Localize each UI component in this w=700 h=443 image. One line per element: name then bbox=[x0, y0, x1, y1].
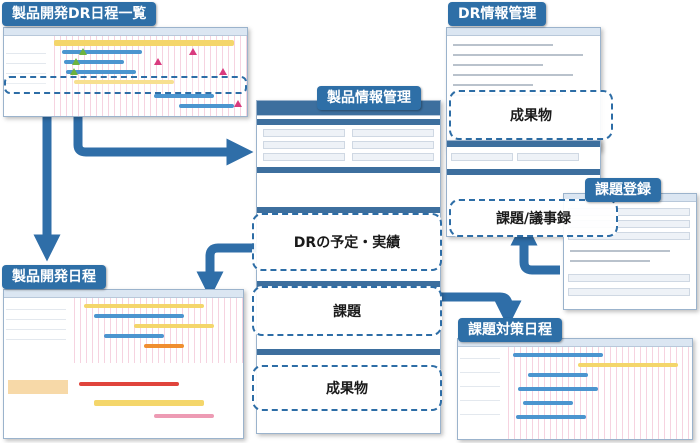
list-row bbox=[6, 304, 66, 310]
milestone-marker bbox=[219, 68, 227, 75]
section-header bbox=[257, 119, 440, 125]
milestone-marker bbox=[79, 48, 87, 55]
selected-row bbox=[8, 380, 68, 394]
list-row bbox=[6, 48, 46, 54]
label-product-info: 製品情報管理 bbox=[317, 86, 421, 110]
text-line bbox=[570, 260, 650, 262]
form-cell bbox=[352, 153, 434, 161]
gantt-bar bbox=[104, 334, 164, 338]
milestone-marker bbox=[70, 68, 78, 75]
gantt-bar bbox=[64, 60, 124, 64]
milestone-marker bbox=[154, 58, 162, 65]
gantt-bar bbox=[94, 400, 204, 406]
label-dev-schedule: 製品開発日程 bbox=[2, 265, 106, 289]
list-row bbox=[460, 367, 500, 373]
form-cell bbox=[352, 141, 434, 149]
window-titlebar bbox=[4, 28, 247, 36]
highlight-deliverables-top: 成果物 bbox=[449, 90, 613, 140]
milestone-marker bbox=[72, 58, 80, 65]
gantt-bar bbox=[134, 324, 214, 328]
list-row bbox=[460, 395, 500, 401]
gantt-bar bbox=[62, 50, 142, 54]
highlight-issues-minutes: 課題/議事録 bbox=[449, 199, 618, 237]
text-line bbox=[453, 54, 583, 56]
form-cell bbox=[451, 153, 513, 161]
list-row bbox=[6, 78, 46, 84]
section-header bbox=[257, 349, 440, 355]
gantt-area bbox=[69, 298, 243, 363]
gantt-bar bbox=[66, 70, 136, 74]
gantt-bar bbox=[94, 314, 184, 318]
gantt-bar bbox=[578, 363, 678, 367]
section-header bbox=[257, 207, 440, 213]
list-row bbox=[460, 409, 500, 415]
arrow-issues-to-issue-schedule bbox=[430, 292, 522, 328]
gantt-bar bbox=[523, 401, 573, 405]
section-header bbox=[447, 169, 600, 175]
label-issue-schedule: 課題対策日程 bbox=[458, 318, 562, 342]
section-header bbox=[447, 141, 600, 147]
arrow-list-to-product-info bbox=[73, 95, 254, 166]
highlight-deliverables-bottom: 成果物 bbox=[252, 365, 442, 411]
dev-schedule-window bbox=[3, 289, 244, 439]
label-dr-info: DR情報管理 bbox=[448, 2, 547, 26]
gantt-area bbox=[503, 347, 692, 439]
form-cell bbox=[352, 129, 434, 137]
text-line bbox=[453, 64, 543, 66]
highlight-dr-plan-actual: DRの予定・実績 bbox=[252, 213, 442, 271]
list-row bbox=[6, 314, 66, 320]
issue-schedule-window bbox=[457, 338, 693, 440]
gantt-bar bbox=[516, 415, 586, 419]
text-line bbox=[453, 74, 573, 76]
gantt-bar bbox=[528, 373, 588, 377]
window-titlebar bbox=[447, 28, 600, 36]
gantt-bar bbox=[54, 40, 234, 46]
label-issue-registration: 課題登録 bbox=[585, 178, 661, 202]
window-titlebar bbox=[458, 339, 692, 347]
highlight-issues: 課題 bbox=[252, 286, 442, 336]
form-cell bbox=[568, 288, 690, 296]
form-cell bbox=[263, 153, 345, 161]
section-header bbox=[257, 281, 440, 287]
window-titlebar bbox=[4, 290, 243, 298]
gantt-bar bbox=[154, 414, 214, 418]
section-header bbox=[257, 167, 440, 173]
text-line bbox=[453, 84, 533, 86]
text-line bbox=[453, 44, 553, 46]
list-row bbox=[460, 353, 500, 359]
gantt-bar bbox=[518, 387, 598, 391]
gantt-bar bbox=[74, 80, 174, 84]
text-line bbox=[570, 250, 670, 252]
list-row bbox=[460, 381, 500, 387]
arrow-product-to-dev-schedule bbox=[196, 243, 262, 299]
form-cell bbox=[263, 129, 345, 137]
form-cell bbox=[517, 153, 579, 161]
gantt-bar bbox=[179, 104, 234, 108]
selected-row-highlight bbox=[4, 76, 247, 94]
list-row bbox=[6, 68, 46, 74]
list-row bbox=[6, 324, 66, 330]
list-row bbox=[6, 334, 66, 340]
milestone-marker bbox=[189, 48, 197, 55]
milestone-marker bbox=[234, 100, 242, 107]
label-dr-schedule-list: 製品開発DR日程一覧 bbox=[2, 2, 157, 26]
dr-schedule-list-window bbox=[3, 27, 248, 117]
list-row bbox=[6, 58, 46, 64]
form-cell bbox=[568, 274, 690, 282]
gantt-bar bbox=[79, 382, 179, 386]
gantt-bar bbox=[84, 304, 204, 308]
gantt-bar bbox=[154, 94, 214, 98]
arrow-issue-to-minutes bbox=[510, 218, 560, 275]
gantt-bar bbox=[513, 353, 603, 357]
form-cell bbox=[263, 141, 345, 149]
gantt-bar bbox=[144, 344, 184, 348]
